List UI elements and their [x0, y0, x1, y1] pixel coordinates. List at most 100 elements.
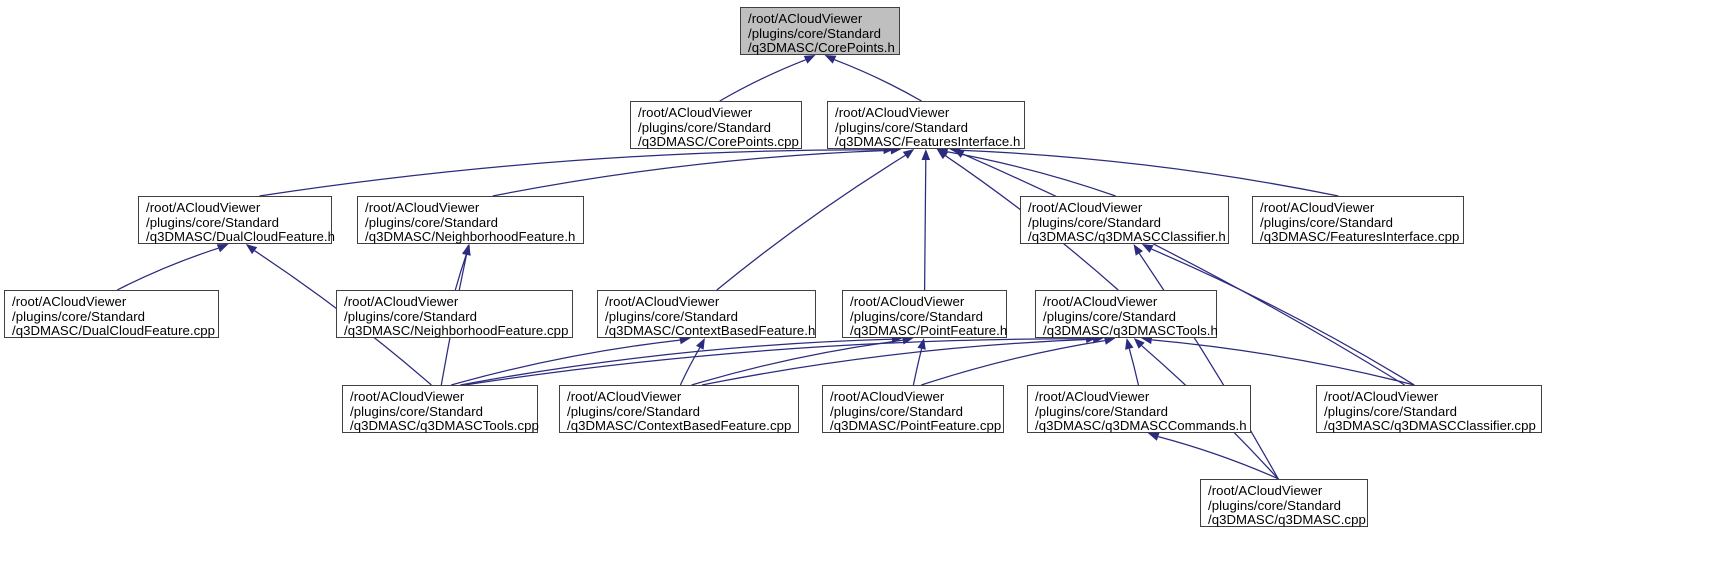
graph-edge-arrowhead — [696, 338, 705, 350]
graph-node-featuresinterface-h[interactable]: /root/ACloudViewer/plugins/core/Standard… — [827, 101, 1025, 149]
graph-node-label-line: /q3DMASC/DualCloudFeature.cpp — [12, 323, 216, 339]
graph-node-label-line: /plugins/core/Standard — [1208, 497, 1342, 513]
graph-node-label-line: /root/ACloudViewer — [365, 200, 480, 215]
graph-node-label-line: /root/ACloudViewer — [1043, 294, 1158, 309]
graph-node-q3dmasccommands-h[interactable]: /root/ACloudViewer/plugins/core/Standard… — [1027, 385, 1251, 433]
graph-node-label-line: /root/ACloudViewer — [835, 105, 950, 120]
graph-node-label-line: /root/ACloudViewer — [1208, 483, 1323, 498]
graph-edge-featuresinterface-cpp-to-featuresinterface-h — [960, 149, 1339, 197]
graph-edge-neighborhoodfeature-cpp-to-neighborhoodfeature-h — [454, 254, 467, 291]
graph-edge-arrowhead — [462, 244, 471, 256]
graph-node-q3dmasctools-h[interactable]: /root/ACloudViewer/plugins/core/Standard… — [1035, 290, 1218, 339]
graph-node-label-line: /root/ACloudViewer — [850, 294, 965, 309]
graph-edge-arrowhead — [1133, 244, 1143, 256]
graph-edge-q3dmasc-cpp-to-q3dmasccommands-h — [1158, 435, 1280, 480]
graph-node-neighborhoodfeature-cpp[interactable]: /root/ACloudViewer/plugins/core/Standard… — [336, 290, 573, 338]
graph-node-label-line: /plugins/core/Standard — [146, 214, 280, 230]
graph-edge-corepoints-cpp-to-corepoints-h — [719, 59, 806, 102]
graph-node-label-line: /q3DMASC/ContextBasedFeature.h — [605, 323, 816, 339]
graph-edge-arrowhead — [917, 338, 926, 350]
graph-node-neighborhoodfeature-h[interactable]: /root/ACloudViewer/plugins/core/Standard… — [357, 196, 584, 244]
graph-edge-arrowhead — [824, 55, 837, 64]
graph-node-label-line: /plugins/core/Standard — [1324, 403, 1458, 419]
graph-node-label-line: /plugins/core/Standard — [830, 403, 964, 419]
graph-edge-contextbasedfeature-h-to-featuresinterface-h — [716, 154, 906, 291]
graph-edge-q3dmasctools-cpp-to-contextbasedfeature-h — [451, 339, 680, 386]
graph-node-contextbasedfeature-cpp[interactable]: /root/ACloudViewer/plugins/core/Standard… — [559, 385, 799, 433]
graph-node-label-line: /root/ACloudViewer — [350, 389, 465, 404]
graph-edge-arrowhead — [1133, 338, 1145, 349]
graph-node-label-line: /q3DMASC/q3DMASCClassifier.h — [1028, 229, 1226, 245]
graph-node-label-line: /plugins/core/Standard — [850, 308, 984, 324]
graph-node-label-line: /q3DMASC/CorePoints.h — [748, 40, 895, 56]
graph-node-label-line: /root/ACloudViewer — [567, 389, 682, 404]
graph-node-label-line: /plugins/core/Standard — [350, 403, 484, 419]
graph-node-featuresinterface-cpp[interactable]: /root/ACloudViewer/plugins/core/Standard… — [1252, 196, 1464, 244]
graph-node-label-line: /root/ACloudViewer — [344, 294, 459, 309]
graph-node-label-line: /q3DMASC/DualCloudFeature.h — [146, 229, 335, 245]
graph-node-pointfeature-h[interactable]: /root/ACloudViewer/plugins/core/Standard… — [842, 290, 1007, 338]
graph-node-label-line: /q3DMASC/FeaturesInterface.h — [835, 134, 1021, 150]
graph-node-q3dmascclassifier-cpp[interactable]: /root/ACloudViewer/plugins/core/Standard… — [1316, 385, 1542, 433]
graph-node-label-line: /plugins/core/Standard — [12, 308, 146, 324]
graph-node-label-line: /plugins/core/Standard — [638, 119, 772, 135]
graph-edge-q3dmasctools-cpp-to-pointfeature-h — [460, 338, 892, 386]
graph-node-label-line: /q3DMASC/q3DMASCTools.cpp — [350, 418, 539, 434]
graph-node-label-line: /root/ACloudViewer — [748, 11, 863, 26]
graph-node-dualcloudfeature-h[interactable]: /root/ACloudViewer/plugins/core/Standard… — [138, 196, 335, 245]
graph-edge-pointfeature-cpp-to-q3dmasctools-h — [921, 339, 1105, 386]
graph-node-label-line: /plugins/core/Standard — [1035, 403, 1169, 419]
graph-node-corepoints-cpp[interactable]: /root/ACloudViewer/plugins/core/Standard… — [630, 101, 802, 149]
graph-edge-contextbasedfeature-cpp-to-q3dmasctools-h — [701, 338, 1094, 386]
graph-node-label-line: /q3DMASC/q3DMASCTools.h — [1043, 323, 1218, 339]
graph-node-q3dmascclassifier-h[interactable]: /root/ACloudViewer/plugins/core/Standard… — [1020, 196, 1229, 244]
graph-node-label-line: /plugins/core/Standard — [1028, 214, 1162, 230]
graph-node-label-line: /root/ACloudViewer — [638, 105, 753, 120]
graph-edge-arrowhead — [921, 149, 931, 160]
graph-edge-arrowhead — [1147, 432, 1160, 441]
graph-edge-q3dmascclassifier-cpp-to-featuresinterface-h — [962, 153, 1405, 386]
graph-node-label-line: /q3DMASC/PointFeature.cpp — [830, 418, 1002, 434]
graph-edge-arrowhead — [936, 149, 949, 160]
graph-edge-dualcloudfeature-h-to-featuresinterface-h — [259, 149, 884, 197]
graph-node-label-line: /q3DMASC/FeaturesInterface.cpp — [1260, 229, 1460, 245]
graph-edge-neighborhoodfeature-h-to-featuresinterface-h — [492, 149, 891, 197]
graph-edge-arrowhead — [462, 244, 471, 256]
graph-node-dualcloudfeature-cpp[interactable]: /root/ACloudViewer/plugins/core/Standard… — [4, 290, 219, 338]
graph-node-label-line: /plugins/core/Standard — [605, 308, 739, 324]
graph-node-pointfeature-cpp[interactable]: /root/ACloudViewer/plugins/core/Standard… — [822, 385, 1004, 433]
graph-node-label-line: /plugins/core/Standard — [365, 214, 499, 230]
graph-edge-featuresinterface-h-to-corepoints-h — [834, 59, 922, 102]
graph-node-label-line: /q3DMASC/ContextBasedFeature.cpp — [567, 418, 792, 434]
graph-node-corepoints-h[interactable]: /root/ACloudViewer/plugins/core/Standard… — [740, 7, 900, 55]
graph-node-q3dmasc-cpp[interactable]: /root/ACloudViewer/plugins/core/Standard… — [1200, 479, 1368, 527]
graph-node-label-line: /q3DMASC/PointFeature.h — [850, 323, 1008, 339]
graph-edge-arrowhead — [902, 149, 915, 159]
graph-node-label-line: /q3DMASC/q3DMASCClassifier.cpp — [1324, 418, 1536, 434]
graph-edge-arrowhead — [1141, 244, 1154, 253]
graph-node-label-line: /root/ACloudViewer — [1028, 200, 1143, 215]
graph-node-label-line: /root/ACloudViewer — [1035, 389, 1150, 404]
graph-edge-pointfeature-h-to-featuresinterface-h — [923, 159, 927, 291]
graph-edge-contextbasedfeature-cpp-to-pointfeature-h — [691, 339, 903, 386]
graph-edge-arrowhead — [216, 244, 229, 253]
graph-node-label-line: /root/ACloudViewer — [830, 389, 945, 404]
graph-edge-pointfeature-cpp-to-pointfeature-h — [912, 348, 923, 386]
graph-node-label-line: /plugins/core/Standard — [567, 403, 701, 419]
graph-edge-contextbasedfeature-cpp-to-contextbasedfeature-h — [679, 347, 701, 386]
graph-node-label-line: /plugins/core/Standard — [835, 119, 969, 135]
graph-node-label-line: /q3DMASC/q3DMASC.cpp — [1208, 512, 1366, 528]
graph-edge-q3dmascclassifier-cpp-to-q3dmasctools-h — [1151, 339, 1415, 386]
graph-node-label-line: /q3DMASC/NeighborhoodFeature.cpp — [344, 323, 569, 339]
graph-node-label-line: /root/ACloudViewer — [1260, 200, 1375, 215]
graph-node-label-line: /q3DMASC/NeighborhoodFeature.h — [365, 229, 576, 245]
graph-node-q3dmasctools-cpp[interactable]: /root/ACloudViewer/plugins/core/Standard… — [342, 385, 539, 434]
graph-node-label-line: /root/ACloudViewer — [12, 294, 127, 309]
graph-edge-dualcloudfeature-cpp-to-dualcloudfeature-h — [116, 247, 219, 291]
graph-edge-q3dmascclassifier-h-to-featuresinterface-h — [947, 151, 1116, 197]
graph-edge-arrowhead — [1125, 338, 1134, 350]
graph-edge-q3dmasctools-cpp-to-q3dmasctools-h — [464, 338, 1087, 386]
graph-node-contextbasedfeature-h[interactable]: /root/ACloudViewer/plugins/core/Standard… — [597, 290, 816, 338]
graph-node-label-line: /root/ACloudViewer — [146, 200, 261, 215]
